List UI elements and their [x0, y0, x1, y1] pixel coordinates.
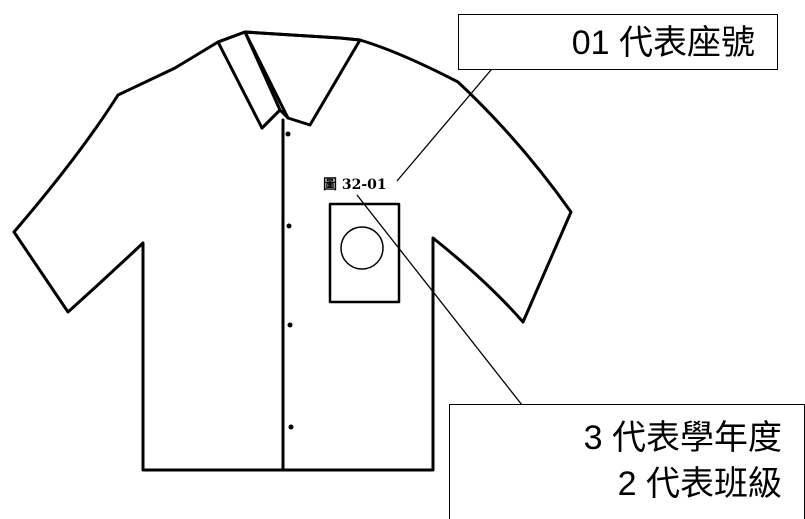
pocket-code-label: 圖 32-01: [323, 177, 387, 193]
year-class-callout: 3 代表學年度 2 代表班級: [449, 404, 805, 519]
class-text: 2 代表班級: [617, 465, 782, 503]
pocket-emblem-circle: [340, 226, 384, 270]
leader-line-year: [356, 194, 523, 406]
button: [287, 322, 293, 328]
shirt-outline: [12, 30, 573, 472]
collar-inner: [260, 108, 290, 130]
button: [285, 131, 291, 137]
collar-left: [216, 30, 282, 130]
button: [286, 223, 292, 229]
seat-number-callout: 01 代表座號: [458, 14, 778, 70]
chest-pocket: [328, 202, 401, 304]
school-year-text: 3 代表學年度: [583, 419, 782, 457]
collar-right: [243, 30, 362, 127]
seat-number-text: 01 代表座號: [571, 24, 755, 62]
button: [288, 424, 294, 430]
leader-line-seat: [396, 56, 503, 182]
